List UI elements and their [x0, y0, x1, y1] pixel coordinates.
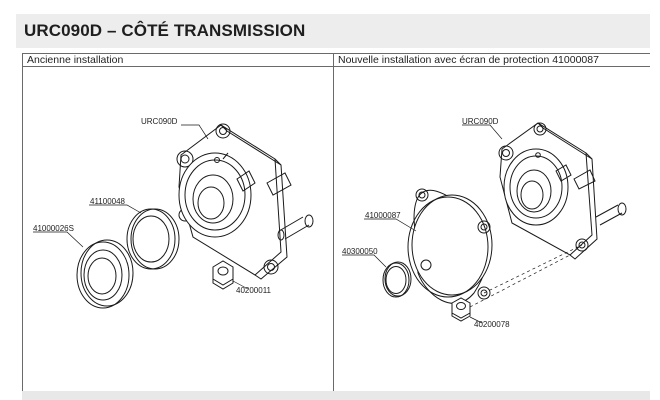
label-ring: 41100048	[90, 197, 126, 206]
title-bar: URC090D – CÔTÉ TRANSMISSION	[16, 14, 650, 48]
bearing-housing	[498, 122, 598, 260]
bolt	[573, 169, 627, 226]
nut-40200078	[451, 297, 471, 322]
label-nut: 40200078	[474, 320, 510, 329]
label-oring: 40300050	[342, 247, 378, 256]
column-divider	[333, 53, 334, 398]
label-housing: URC090D	[462, 117, 499, 126]
label-nut: 40200011	[236, 286, 272, 295]
header-divider	[22, 66, 650, 67]
protection-shield-41000087	[407, 188, 493, 304]
old-installation-drawing: URC090D 41100048 41000026S 40200011	[33, 117, 314, 309]
label-housing: URC090D	[141, 117, 178, 126]
page-title: URC090D – CÔTÉ TRANSMISSION	[24, 21, 306, 40]
label-seal: 41000026S	[33, 224, 74, 233]
seal-41000026S	[76, 239, 134, 309]
bottom-strip	[22, 391, 650, 400]
column-header-old-installation: Ancienne installation	[27, 54, 124, 66]
panel-new-installation: URC090D 41000087 40300050 40200078	[334, 67, 649, 391]
ring-41100048	[126, 208, 180, 270]
bearing-housing	[176, 123, 288, 280]
panel-old-installation: URC090D 41100048 41000026S 40200011	[23, 67, 332, 391]
new-installation-drawing: URC090D 41000087 40300050 40200078	[342, 117, 627, 329]
column-header-new-installation: Nouvelle installation avec écran de prot…	[338, 54, 599, 66]
o-ring-40300050	[382, 261, 412, 298]
nut-40200011	[212, 260, 234, 290]
comparison-table	[22, 53, 650, 398]
bolt	[266, 172, 314, 241]
label-shield: 41000087	[365, 211, 401, 220]
